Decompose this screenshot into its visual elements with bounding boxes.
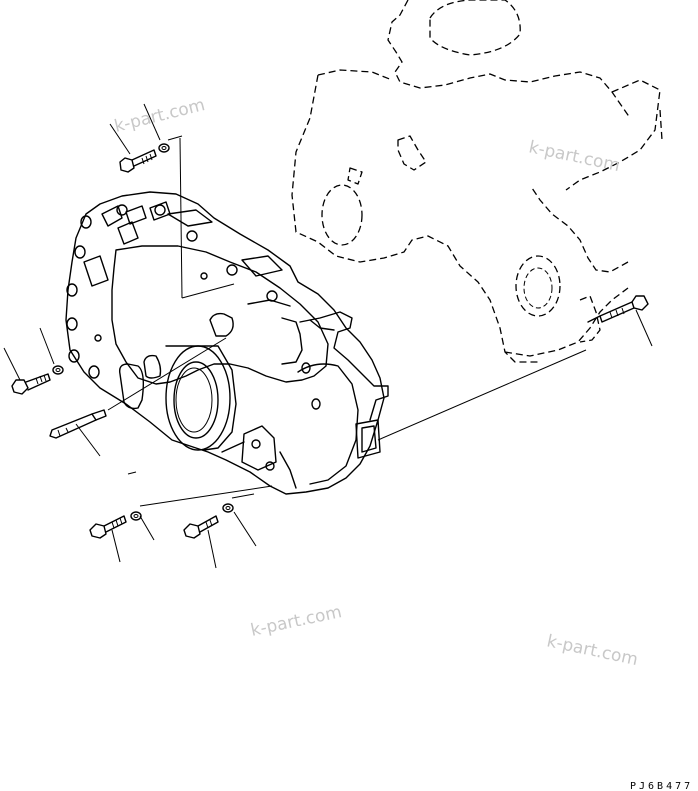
leader-lines (3, 103, 653, 569)
bolt-long-right (587, 295, 649, 323)
watermark-2: k-part.com (527, 137, 622, 176)
washer-upper (158, 143, 170, 153)
bolt-lower-2 (183, 515, 219, 539)
bolt-upper (119, 149, 157, 173)
washer-lower-2 (222, 503, 234, 513)
timing-cover (65, 191, 389, 495)
watermark-1: k-part.com (112, 95, 207, 137)
block-bore-right (515, 255, 561, 317)
washer-lower-1 (130, 511, 142, 521)
watermark-4: k-part.com (545, 631, 640, 670)
bolt-lower-1 (89, 515, 127, 539)
washer-left (52, 365, 64, 375)
crank-seal-bore-inner (173, 361, 219, 439)
watermark-3: k-part.com (249, 602, 344, 641)
block-bore-left (321, 184, 363, 246)
drawing-code: PJ6B477 (630, 781, 693, 791)
engine-block-outline (291, 0, 663, 363)
cover-bolt-holes (66, 204, 321, 410)
watermarks: k-part.com k-part.com k-part.com k-part.… (112, 95, 639, 670)
bolt-left (11, 373, 51, 395)
dowel-pin (49, 409, 107, 439)
